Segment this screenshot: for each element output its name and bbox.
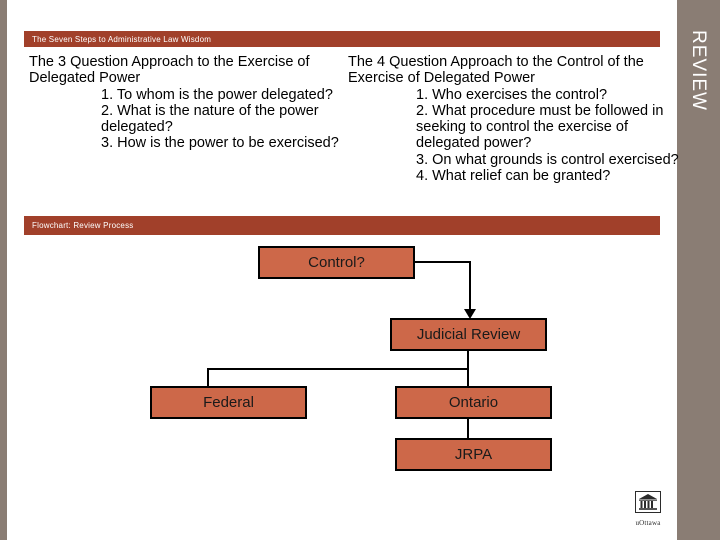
column-right-heading: The 4 Question Approach to the Control o… bbox=[348, 54, 644, 87]
connector-judicial-to-ontario bbox=[467, 351, 469, 386]
connector-judicial-to-federal-vertical bbox=[207, 368, 209, 386]
list-item: 1. Who exercises the control? bbox=[416, 86, 608, 103]
section-bar-seven-steps: The Seven Steps to Administrative Law Wi… bbox=[24, 31, 660, 47]
list-item: 2. What is the nature of the power deleg… bbox=[101, 102, 319, 136]
connector-control-to-judicial-horizontal bbox=[415, 261, 471, 263]
column-three-question-approach: The 3 Question Approach to the Exercise … bbox=[29, 54, 347, 152]
section-bar-flowchart: Flowchart: Review Process bbox=[24, 216, 660, 235]
uottawa-logo: uOttawa bbox=[628, 491, 668, 531]
list-item: 1. To whom is the power delegated? bbox=[101, 86, 333, 103]
right-sidebar bbox=[677, 0, 720, 540]
connector-judicial-to-federal-horizontal bbox=[207, 368, 469, 370]
connector-ontario-to-jrpa bbox=[467, 419, 469, 438]
list-item: 4. What relief can be granted? bbox=[416, 168, 611, 185]
arrowhead-icon bbox=[464, 309, 476, 319]
left-edge-strip bbox=[0, 0, 7, 540]
flow-node-federal[interactable]: Federal bbox=[150, 386, 307, 419]
list-item: 3. On what grounds is control exercised? bbox=[416, 151, 679, 168]
sidebar-section-label: REVIEW bbox=[688, 30, 709, 111]
uottawa-wordmark: uOttawa bbox=[635, 519, 661, 527]
column-left-heading: The 3 Question Approach to the Exercise … bbox=[29, 54, 310, 87]
list-item: 3. How is the power to be exercised? bbox=[101, 135, 339, 152]
university-building-icon bbox=[635, 491, 661, 518]
flow-node-ontario[interactable]: Ontario bbox=[395, 386, 552, 419]
column-left-list: 1. To whom is the power delegated? 2. Wh… bbox=[29, 87, 347, 152]
flow-node-judicial-review[interactable]: Judicial Review bbox=[390, 318, 547, 351]
flowchart-review-process: Control? Judicial Review Federal Ontario… bbox=[0, 235, 677, 485]
column-four-question-approach: The 4 Question Approach to the Control o… bbox=[348, 54, 680, 184]
list-item: 2. What procedure must be followed in se… bbox=[416, 102, 664, 152]
flow-node-control[interactable]: Control? bbox=[258, 246, 415, 279]
column-right-list: 1. Who exercises the control? 2. What pr… bbox=[348, 87, 680, 185]
flow-node-jrpa[interactable]: JRPA bbox=[395, 438, 552, 471]
connector-control-to-judicial-vertical bbox=[469, 261, 471, 311]
